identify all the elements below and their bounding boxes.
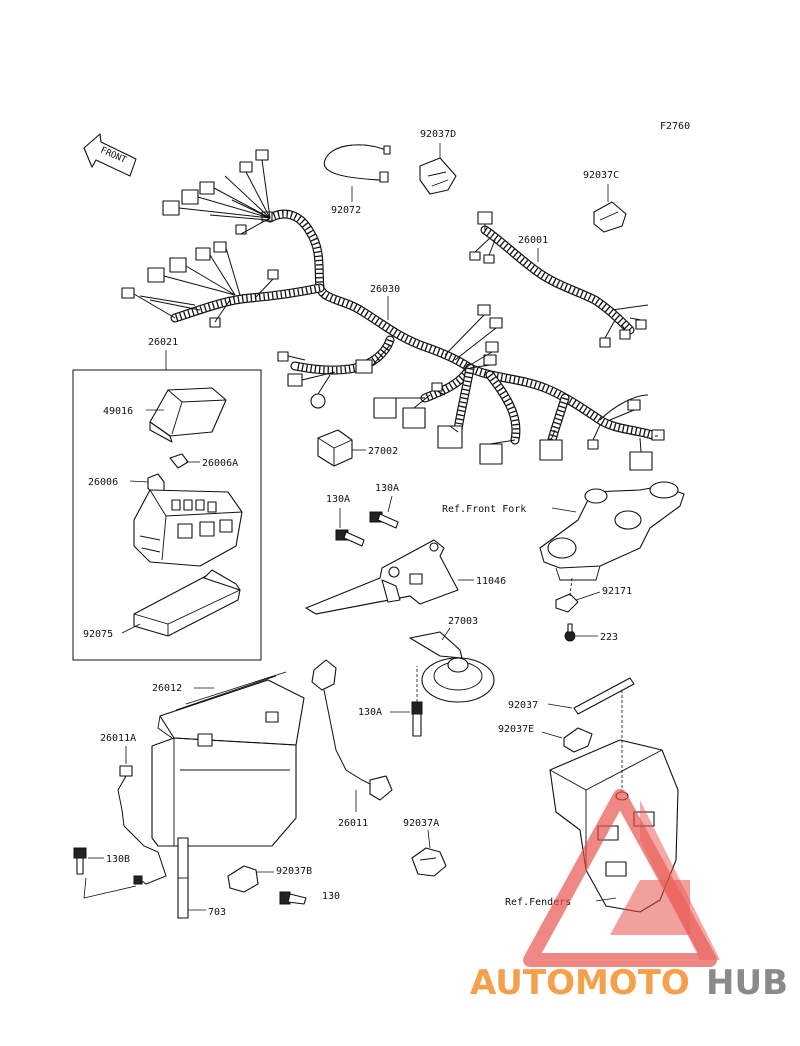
watermark-word-a: AUTOMOTO xyxy=(470,963,690,1003)
part-label-49016: 49016 xyxy=(103,406,133,417)
front-arrow-icon: FRONT xyxy=(83,133,137,177)
screw-223 xyxy=(564,623,576,642)
part-label-26011A: 26011A xyxy=(100,733,136,744)
ref-fenders: Ref.Fenders xyxy=(505,897,571,908)
part-label-130: 130 xyxy=(322,891,340,902)
connector-cluster-upper xyxy=(162,149,273,235)
clip-92037D xyxy=(419,157,457,195)
part-label-92037D: 92037D xyxy=(420,129,456,140)
tube-703 xyxy=(177,837,189,919)
part-label-26012: 26012 xyxy=(152,683,182,694)
part-label-130A-3: 130A xyxy=(358,707,382,718)
part-label-26006A: 26006A xyxy=(202,458,238,469)
bolt-130B xyxy=(73,847,87,875)
front-fork-bracket xyxy=(539,481,685,581)
connector-cluster-right xyxy=(539,394,665,471)
part-label-26001: 26001 xyxy=(518,235,548,246)
part-label-26030: 26030 xyxy=(370,284,400,295)
clamp-92171 xyxy=(555,593,579,613)
bolt-130A-left xyxy=(335,529,365,547)
bracket-11046 xyxy=(305,539,459,615)
fuse-26006A xyxy=(169,453,189,469)
part-label-92037E: 92037E xyxy=(498,724,534,735)
clip-92037C xyxy=(593,201,627,233)
watermark-word-b: HUB xyxy=(706,963,788,1003)
part-label-92171: 92171 xyxy=(602,586,632,597)
clip-92037A xyxy=(411,847,447,877)
clamp-92037B xyxy=(227,865,259,893)
part-label-92037A: 92037A xyxy=(403,818,439,829)
sub-harness-26001 xyxy=(469,211,649,348)
fuse-box-kit-frame xyxy=(72,369,262,661)
part-label-130A-2: 130A xyxy=(375,483,399,494)
part-label-92037C: 92037C xyxy=(583,170,619,181)
horn-27003 xyxy=(409,631,495,703)
fuse-box-main xyxy=(133,489,243,567)
cable-26011A xyxy=(117,765,167,885)
figure-code: F2760 xyxy=(660,121,690,132)
part-label-26006: 26006 xyxy=(88,477,118,488)
part-label-703: 703 xyxy=(208,907,226,918)
part-label-92075: 92075 xyxy=(83,629,113,640)
main-harness-26030 xyxy=(121,149,665,471)
part-label-130B: 130B xyxy=(106,854,130,865)
part-label-27003: 27003 xyxy=(448,616,478,627)
bolt-130 xyxy=(279,891,307,905)
part-label-130A-1: 130A xyxy=(326,494,350,505)
bolt-130A-right xyxy=(369,511,399,529)
battery-26012 xyxy=(151,671,305,847)
part-label-27002: 27002 xyxy=(368,446,398,457)
bolt-130A-lower xyxy=(411,701,423,737)
cable-26011 xyxy=(311,659,393,801)
part-label-92037B: 92037B xyxy=(276,866,312,877)
part-label-92037: 92037 xyxy=(508,700,538,711)
cover-92075 xyxy=(133,569,241,637)
band-92072 xyxy=(323,144,391,183)
clip-92037E xyxy=(563,727,593,753)
part-label-26011: 26011 xyxy=(338,818,368,829)
ref-front-fork: Ref.Front Fork xyxy=(442,504,526,515)
part-label-26021: 26021 xyxy=(148,337,178,348)
part-label-92072: 92072 xyxy=(331,205,361,216)
cover-49016 xyxy=(149,387,227,443)
relay-27002 xyxy=(317,429,353,467)
connector-cluster-lower-left xyxy=(277,344,391,409)
watermark-logo xyxy=(523,789,720,967)
part-label-11046: 11046 xyxy=(476,576,506,587)
plate-92037 xyxy=(573,677,635,715)
connector-cluster-center xyxy=(373,304,516,465)
part-label-223: 223 xyxy=(600,632,618,643)
connector-cluster-left xyxy=(121,241,279,328)
